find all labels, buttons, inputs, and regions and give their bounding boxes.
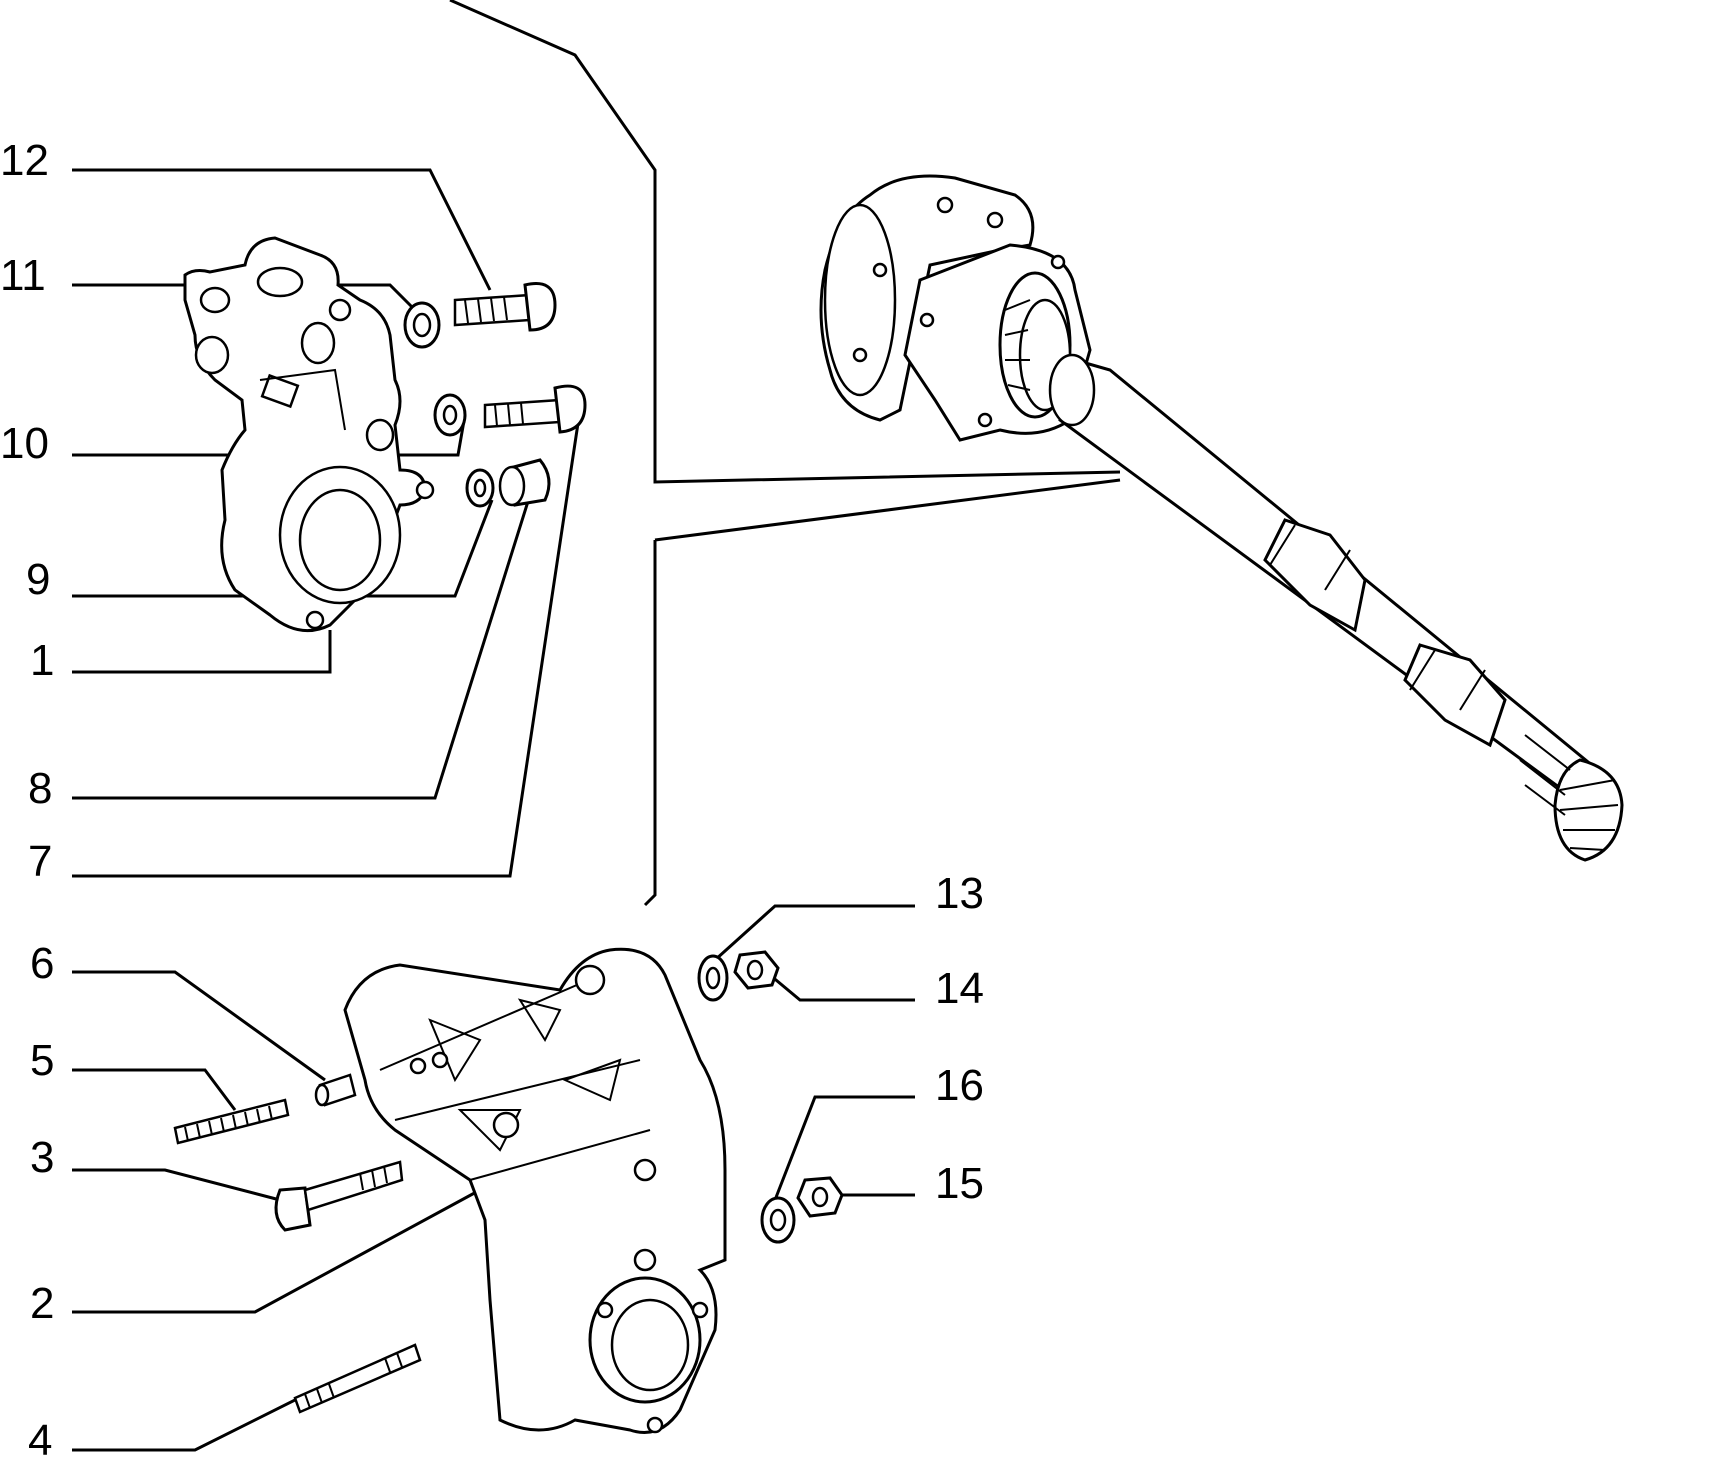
nut-15 xyxy=(796,1176,844,1218)
callout-15: 15 xyxy=(935,1159,984,1208)
washer-10 xyxy=(433,393,467,437)
leader-2 xyxy=(72,1188,481,1314)
pin-6 xyxy=(314,1073,357,1107)
axle-shaft xyxy=(819,174,1624,862)
washer-11 xyxy=(403,301,441,349)
callout-labels: 12 11 10 9 1 8 7 6 5 3 2 4 13 14 16 15 xyxy=(0,136,984,1464)
leader-9 xyxy=(72,499,494,598)
stud-4 xyxy=(293,1343,422,1414)
callout-6: 6 xyxy=(30,939,54,988)
leader-16 xyxy=(773,1095,915,1201)
callout-10: 10 xyxy=(0,419,49,468)
bolt-7 xyxy=(483,384,587,434)
callout-9: 9 xyxy=(26,555,50,604)
bolt-3 xyxy=(274,1160,404,1232)
callout-11: 11 xyxy=(0,251,46,300)
callout-16: 16 xyxy=(935,1061,984,1110)
leader-1 xyxy=(72,630,332,674)
upper-housing xyxy=(183,236,435,633)
callout-12: 12 xyxy=(0,136,49,185)
callout-4: 4 xyxy=(28,1416,52,1464)
leader-8 xyxy=(72,494,532,800)
leader-3 xyxy=(72,1168,281,1202)
washer-9 xyxy=(465,468,495,508)
callout-3: 3 xyxy=(30,1133,54,1182)
leader-12 xyxy=(72,168,492,291)
callout-5: 5 xyxy=(30,1036,54,1085)
callout-14: 14 xyxy=(935,964,984,1013)
washer-13 xyxy=(697,954,729,1002)
bolt-12 xyxy=(453,282,557,332)
leader-14 xyxy=(769,973,915,1002)
bushing-8 xyxy=(498,458,551,507)
leader-13 xyxy=(713,904,915,962)
lower-bracket xyxy=(343,947,727,1434)
callout-7: 7 xyxy=(28,837,52,886)
callout-8: 8 xyxy=(28,764,52,813)
leader-shaft-lower xyxy=(654,478,1121,542)
callout-2: 2 xyxy=(30,1279,54,1328)
leader-shaft-upper xyxy=(449,0,1121,484)
leader-4 xyxy=(72,1388,316,1452)
callout-13: 13 xyxy=(935,869,984,918)
leader-5 xyxy=(72,1068,237,1111)
leader-lines xyxy=(72,0,1121,1452)
nut-14 xyxy=(733,950,780,990)
leader-11 xyxy=(72,283,422,317)
stud-5 xyxy=(173,1098,290,1145)
callout-1: 1 xyxy=(30,636,54,685)
leader-6 xyxy=(72,970,326,1082)
washer-16 xyxy=(760,1196,796,1244)
leader-7 xyxy=(72,409,582,878)
leader-shaft-down xyxy=(643,540,657,907)
